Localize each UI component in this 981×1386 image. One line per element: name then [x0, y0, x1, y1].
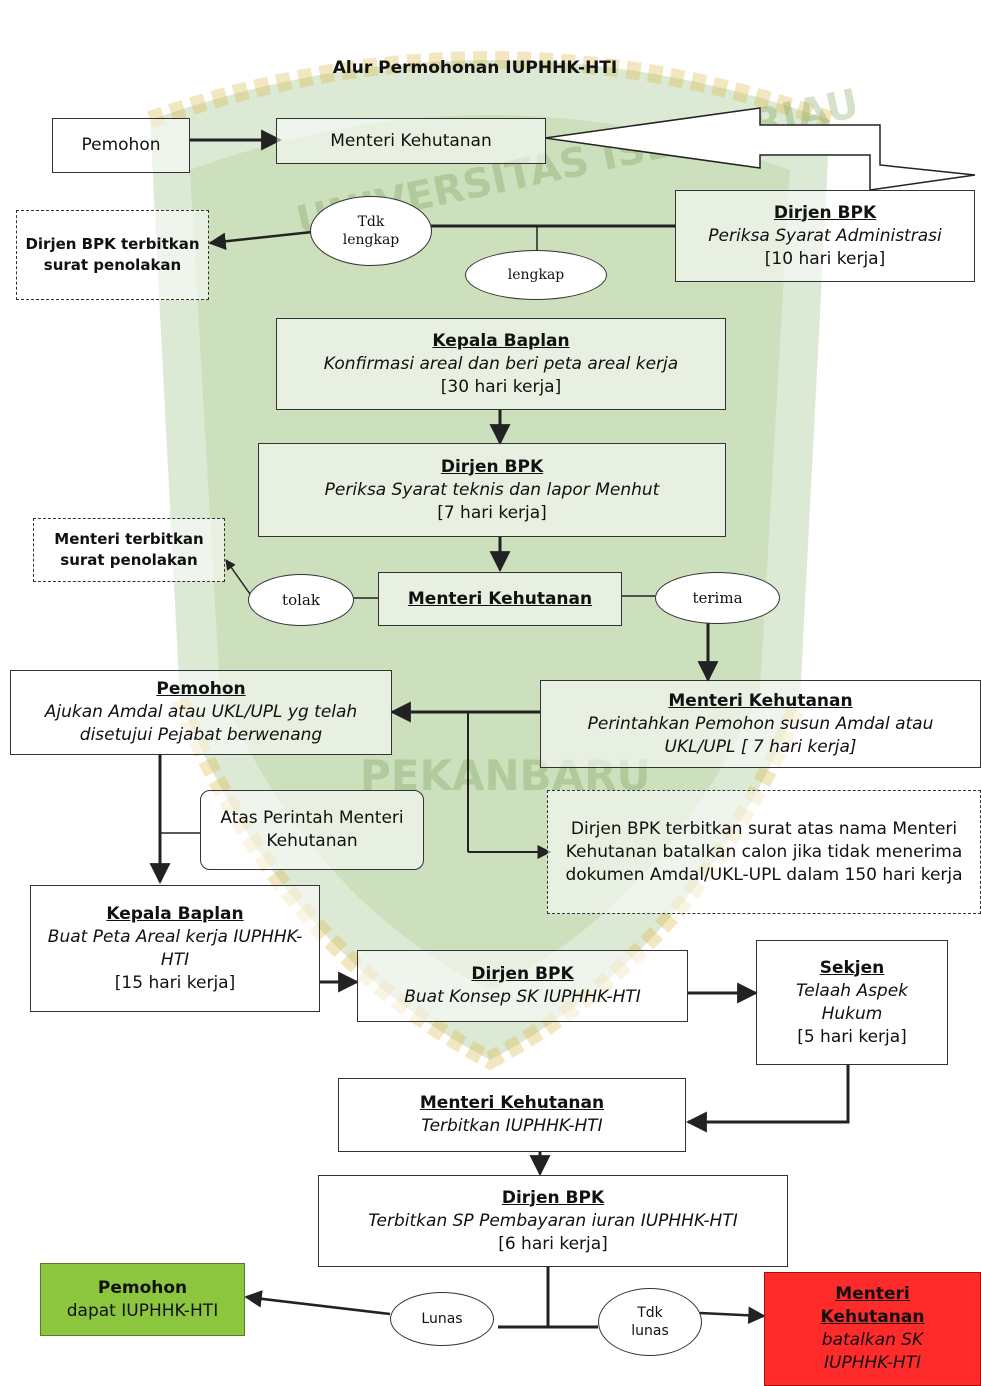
node-dirjen-admin: Dirjen BPK Periksa Syarat Administrasi [… — [675, 190, 975, 282]
node-menteri-batal: Menteri Kehutanan batalkan SK IUPHHK-HTI — [764, 1272, 981, 1386]
node-sekjen-title: Sekjen — [819, 957, 885, 978]
node-dirjen-batal-text: Dirjen BPK terbitkan surat atas nama Men… — [565, 818, 963, 885]
node-dirjen-batal: Dirjen BPK terbitkan surat atas nama Men… — [547, 790, 981, 914]
node-dirjen-sp-title: Dirjen BPK — [501, 1187, 605, 1208]
node-dirjen-teknis-duration: [7 hari kerja] — [437, 502, 547, 523]
decision-tdk-lengkap: Tdk lengkap — [310, 196, 432, 266]
decision-terima: terima — [655, 572, 780, 624]
decision-lengkap: lengkap — [465, 250, 607, 300]
decision-tolak: tolak — [248, 574, 354, 626]
node-menteri-top-label: Menteri Kehutanan — [330, 130, 492, 151]
node-pemohon-amdal-text: Ajukan Amdal atau UKL/UPL yg telah diset… — [44, 702, 358, 745]
node-menteri-perintah-text: Perintahkan Pemohon susun Amdal atau UKL… — [587, 713, 934, 757]
node-pemohon-final-text: dapat IUPHHK-HTI — [66, 1300, 219, 1321]
decision-lengkap-label: lengkap — [507, 267, 565, 283]
node-menteri-perintah-title: Menteri Kehutanan — [668, 690, 853, 711]
decision-tdk-lunas: Tdk lunas — [598, 1288, 702, 1356]
node-dirjen-sp: Dirjen BPK Terbitkan SP Pembayaran iuran… — [318, 1175, 788, 1267]
node-kepala-baplan-1: Kepala Baplan Konfirmasi areal dan beri … — [276, 318, 726, 410]
node-dirjen-teknis-text: Periksa Syarat teknis dan lapor Menhut — [324, 479, 660, 500]
node-atas-perintah: Atas Perintah Menteri Kehutanan — [200, 790, 424, 870]
node-dirjen-teknis-title: Dirjen BPK — [440, 456, 544, 477]
node-kepala-baplan-1-title: Kepala Baplan — [432, 330, 570, 351]
decision-tdk-lunas-label: Tdk lunas — [631, 1305, 669, 1339]
node-menteri-terbit: Menteri Kehutanan Terbitkan IUPHHK-HTI — [338, 1078, 686, 1152]
node-menteri-mid: Menteri Kehutanan — [378, 572, 622, 626]
diagram-title: Alur Permohonan IUPHHK-HTI — [332, 58, 618, 78]
decision-lunas-label: Lunas — [421, 1311, 463, 1327]
node-menteri-tolak: Menteri terbitkan surat penolakan — [33, 518, 225, 582]
node-menteri-perintah: Menteri Kehutanan Perintahkan Pemohon su… — [540, 680, 981, 768]
node-pemohon-top-label: Pemohon — [81, 135, 161, 155]
node-dirjen-sp-text: Terbitkan SP Pembayaran iuran IUPHHK-HTI — [368, 1210, 738, 1231]
node-sekjen: Sekjen Telaah Aspek Hukum [5 hari kerja] — [756, 940, 948, 1065]
node-menteri-top: Menteri Kehutanan — [276, 118, 546, 164]
node-dirjen-admin-title: Dirjen BPK — [773, 202, 877, 223]
node-atas-perintah-text: Atas Perintah Menteri Kehutanan — [220, 808, 404, 851]
node-menteri-terbit-title: Menteri Kehutanan — [419, 1093, 605, 1113]
node-pemohon-final: Pemohon dapat IUPHHK-HTI — [40, 1263, 245, 1336]
node-kepala-baplan-1-duration: [30 hari kerja] — [440, 376, 562, 397]
node-menteri-terbit-text: Terbitkan IUPHHK-HTI — [421, 1116, 603, 1136]
node-menteri-batal-title: Menteri Kehutanan — [820, 1284, 925, 1327]
node-dirjen-konsep-title: Dirjen BPK — [471, 964, 574, 984]
node-kepala-baplan-2: Kepala Baplan Buat Peta Areal kerja IUPH… — [30, 885, 320, 1012]
node-pemohon-top: Pemohon — [52, 118, 190, 173]
node-kepala-baplan-2-title: Kepala Baplan — [106, 903, 244, 924]
node-pemohon-amdal-title: Pemohon — [156, 679, 246, 699]
node-dirjen-teknis: Dirjen BPK Periksa Syarat teknis dan lap… — [258, 443, 726, 537]
node-dirjen-admin-text: Periksa Syarat Administrasi — [708, 225, 942, 246]
decision-lunas: Lunas — [390, 1292, 494, 1346]
decision-tdk-lengkap-label: Tdk lengkap — [342, 214, 400, 248]
node-dirjen-sp-duration: [6 hari kerja] — [498, 1233, 608, 1254]
node-kepala-baplan-1-text: Konfirmasi areal dan beri peta areal ker… — [323, 353, 679, 374]
node-menteri-tolak-text: Menteri terbitkan surat penolakan — [54, 530, 204, 569]
node-dirjen-tolak-text: Dirjen BPK terbitkan surat penolakan — [25, 235, 200, 274]
node-kepala-baplan-2-text: Buat Peta Areal kerja IUPHHK-HTI — [47, 926, 303, 970]
node-pemohon-final-title: Pemohon — [97, 1277, 188, 1298]
node-kepala-baplan-2-duration: [15 hari kerja] — [114, 972, 236, 993]
node-pemohon-amdal: Pemohon Ajukan Amdal atau UKL/UPL yg tel… — [10, 670, 392, 755]
node-menteri-mid-label: Menteri Kehutanan — [407, 588, 593, 609]
node-sekjen-text: Telaah Aspek Hukum — [795, 980, 909, 1024]
node-dirjen-konsep-text: Buat Konsep SK IUPHHK-HTI — [404, 987, 641, 1007]
node-dirjen-konsep: Dirjen BPK Buat Konsep SK IUPHHK-HTI — [357, 950, 688, 1022]
decision-tolak-label: tolak — [282, 591, 320, 609]
decision-terima-label: terima — [692, 589, 743, 607]
node-dirjen-admin-duration: [10 hari kerja] — [764, 248, 886, 269]
node-menteri-batal-text: batalkan SK IUPHHK-HTI — [821, 1330, 924, 1373]
node-dirjen-tolak: Dirjen BPK terbitkan surat penolakan — [16, 210, 209, 300]
node-sekjen-duration: [5 hari kerja] — [797, 1026, 907, 1047]
